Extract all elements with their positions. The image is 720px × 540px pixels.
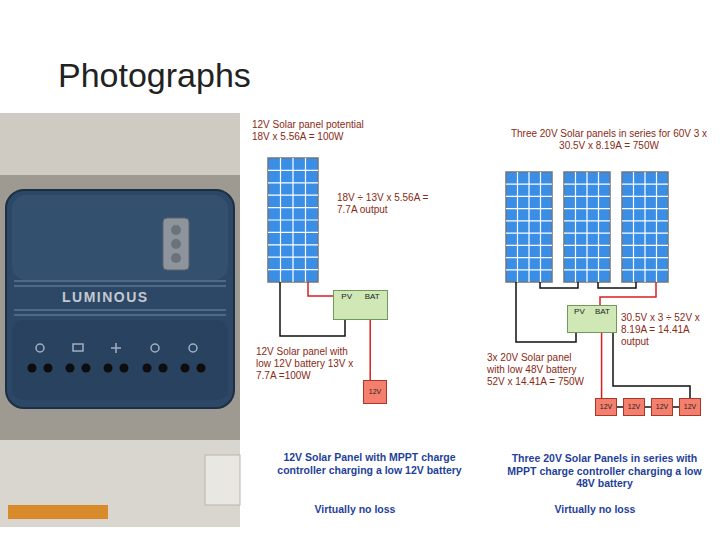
controller-top-face: [12, 195, 228, 280]
indicator-light: [171, 225, 181, 235]
photo-switch: [205, 455, 240, 505]
battery: 12V: [623, 398, 645, 416]
wire: [601, 333, 603, 398]
caption: 12V Solar Panel with MPPT charge control…: [262, 451, 477, 476]
node-text: 12V: [600, 403, 612, 411]
terminal-icon: [111, 343, 121, 353]
wire: [369, 320, 371, 380]
terminal-hole: [66, 364, 75, 373]
annotation: 12V Solar panel with low 12V battery 13V…: [256, 346, 356, 382]
annotation: 30.5V x 3 ÷ 52V x 8.19A = 14.41A output: [621, 312, 715, 348]
charge-controller: PV BAT: [333, 290, 388, 320]
indicator-panel: [163, 218, 189, 270]
panel-wire-positive: [600, 282, 656, 305]
indicator-light: [171, 239, 181, 249]
terminal-icons: [36, 343, 197, 353]
node-text: 12V: [628, 403, 640, 411]
indicator-light: [171, 253, 181, 263]
terminal-holes: [28, 364, 206, 373]
solar-panel: [622, 172, 668, 282]
terminal-hole: [143, 364, 152, 373]
terminal-icon: [189, 344, 197, 352]
annotation: Three 20V Solar panels in series for 60V…: [505, 128, 713, 152]
slide-title: Photographs: [58, 56, 251, 95]
node-text: 12V: [656, 403, 668, 411]
battery: 12V: [363, 380, 387, 404]
node-text: PV: [341, 293, 352, 302]
battery: 12V: [595, 398, 617, 416]
node-text: PV: [574, 308, 585, 317]
annotation: 18V ÷ 13V x 5.56A = 7.7A output: [337, 192, 447, 216]
terminal-hole: [28, 364, 37, 373]
terminal-face: [12, 320, 228, 400]
battery: 12V: [651, 398, 673, 416]
brand-name: LUMINOUS: [62, 289, 149, 306]
housing-ridges: [14, 281, 226, 315]
terminal-hole: [44, 364, 53, 373]
terminal-hole: [181, 364, 190, 373]
node-text: BAT: [365, 293, 380, 302]
charge-controller: PV BAT: [567, 305, 617, 333]
terminal-hole: [159, 364, 168, 373]
caption: Three 20V Solar Panels in series with MP…: [497, 452, 712, 490]
controller-body: [6, 190, 234, 408]
annotation: 3x 20V Solar panel with low 48V battery …: [487, 352, 590, 388]
caption: Virtually no loss: [540, 503, 650, 516]
node-text: 12V: [684, 403, 696, 411]
photo-wall: [0, 113, 240, 175]
node-text: BAT: [595, 308, 610, 317]
solar-panel: [564, 172, 610, 282]
solar-panel: [506, 172, 552, 282]
photo-background: [0, 113, 240, 527]
terminal-hole: [82, 364, 91, 373]
node-text: 12V: [369, 388, 381, 396]
caption: Virtually no loss: [300, 503, 410, 516]
terminal-icon: [36, 344, 44, 352]
series-wire: [540, 282, 636, 288]
panel-wire-positive: [308, 282, 333, 296]
photo-board: [0, 440, 240, 527]
solar-panel: [268, 158, 318, 282]
terminal-hole: [120, 364, 129, 373]
annotation: 12V Solar panel potential 18V x 5.56A = …: [252, 119, 377, 143]
photo-sticker: [8, 505, 108, 519]
terminal-hole: [104, 364, 113, 373]
terminal-icon: [151, 344, 159, 352]
terminal-hole: [197, 364, 206, 373]
terminal-icon: [73, 344, 83, 351]
battery: 12V: [679, 398, 701, 416]
